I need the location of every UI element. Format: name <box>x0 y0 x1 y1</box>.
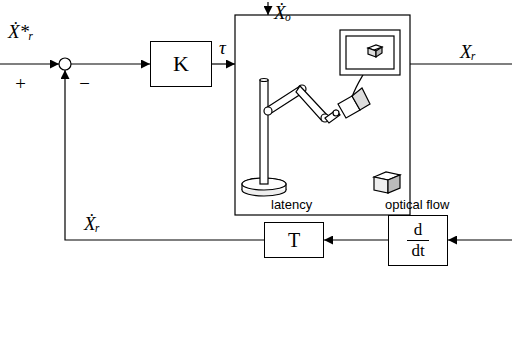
output-line <box>410 63 512 64</box>
latency-box: T <box>264 222 324 258</box>
disturbance-label: Ẋₒ <box>274 3 291 22</box>
plus-sign: + <box>14 74 27 93</box>
node-text: dt <box>411 242 424 260</box>
measurement-line <box>448 239 512 240</box>
plant-box <box>235 15 410 215</box>
output-label: Xᵣ <box>460 42 476 61</box>
node-text: K <box>173 52 189 75</box>
fraction-bar <box>407 240 429 241</box>
minus-sign: − <box>78 74 91 93</box>
latency-caption: latency <box>271 198 312 211</box>
robot-illustration <box>242 30 400 196</box>
node-text: d <box>414 221 423 239</box>
derivative-box: d dt <box>388 215 448 266</box>
torque-label: τ <box>219 38 226 57</box>
summing-junction <box>59 58 71 70</box>
feedback-label: Ẋᵣ <box>84 214 100 233</box>
optical-flow-caption: optical flow <box>385 198 449 211</box>
torque-line <box>212 63 235 64</box>
disturbance-line <box>267 2 268 15</box>
node-text: T <box>288 230 300 251</box>
reference-label: Ẋ*ᵣ <box>8 22 34 41</box>
feedback-line <box>65 70 264 240</box>
input-line <box>0 63 59 64</box>
signal-arrow <box>324 239 388 240</box>
gain-box: K <box>150 41 212 87</box>
error-line <box>71 63 150 64</box>
